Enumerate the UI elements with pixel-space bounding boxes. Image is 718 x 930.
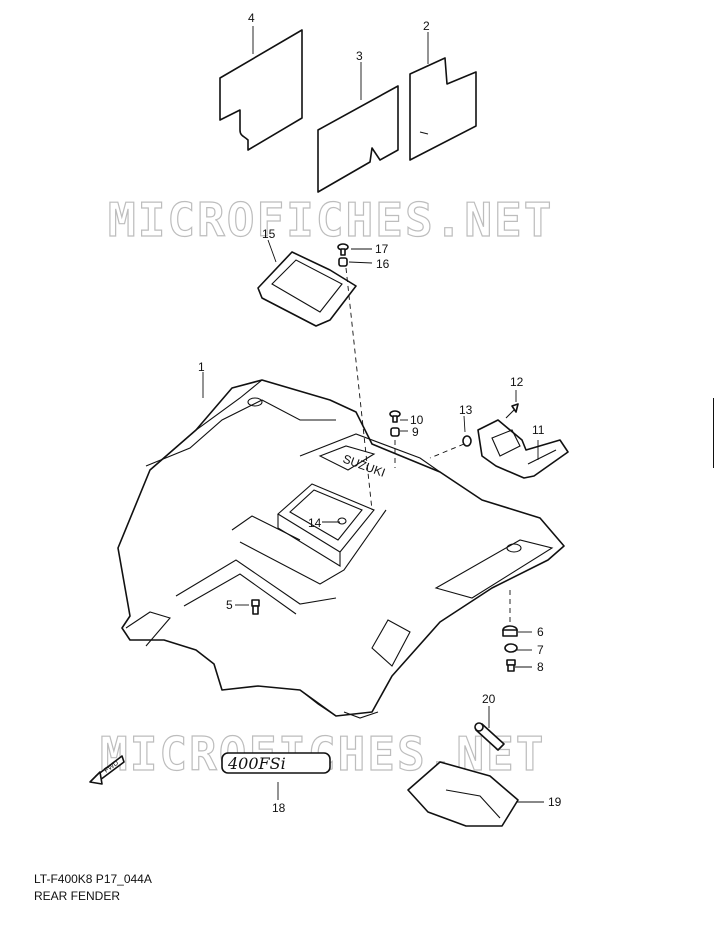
callout-8: 8 [537, 660, 544, 674]
part-10-bolt [389, 410, 401, 423]
callout-10: 10 [410, 413, 424, 427]
diagram-title: REAR FENDER [34, 889, 121, 903]
part-17-bolt [337, 243, 349, 256]
part-18-emblem: 400FSi [221, 752, 331, 774]
leader-lines [202, 26, 544, 803]
part-2-sheet [409, 57, 477, 161]
callout-19: 19 [548, 795, 562, 809]
callout-11: 11 [532, 423, 545, 437]
part-20-tube [474, 722, 505, 751]
callout-9: 9 [412, 425, 419, 439]
part-12-screw [505, 403, 519, 419]
part-4-sheet [219, 29, 303, 151]
page-edge-mark [713, 398, 718, 468]
callout-14: 14 [308, 516, 322, 530]
part-5-bolt [251, 599, 260, 615]
callout-20: 20 [482, 692, 496, 706]
part-11-bracket [477, 419, 569, 479]
part-9-nut [390, 427, 400, 437]
callout-4: 4 [248, 11, 255, 25]
callout-6: 6 [537, 625, 544, 639]
callout-12: 12 [510, 375, 524, 389]
callout-2: 2 [423, 19, 430, 33]
callout-16: 16 [376, 257, 390, 271]
callout-17: 17 [375, 242, 389, 256]
part-15-tray [257, 251, 357, 327]
callout-1: 1 [198, 360, 205, 374]
diagram-code: LT-F400K8 P17_044A [34, 872, 152, 886]
watermark-top: MICROFICHES.NET [108, 193, 553, 247]
callout-13: 13 [459, 403, 473, 417]
callout-18: 18 [272, 801, 286, 815]
part-16-nut [338, 257, 348, 267]
part-3-sheet [317, 85, 399, 193]
callout-3: 3 [356, 49, 363, 63]
callout-5: 5 [226, 598, 233, 612]
part-8-bolt [506, 659, 516, 672]
assembly-line-15 [345, 267, 373, 511]
callout-7: 7 [537, 643, 544, 657]
callout-labels: 4 3 2 15 17 16 1 12 13 10 9 11 14 5 6 7 … [198, 11, 562, 815]
part-1-rear-fender: SUZUKI [117, 379, 565, 719]
part-19-seat-cover [407, 761, 519, 827]
part-6-grommet [502, 625, 518, 637]
callout-15: 15 [262, 227, 276, 241]
part-13-washer [462, 435, 472, 447]
part-7-collar [504, 643, 518, 653]
emblem-text: 400FSi [227, 754, 286, 773]
assembly-line-13 [429, 443, 465, 459]
